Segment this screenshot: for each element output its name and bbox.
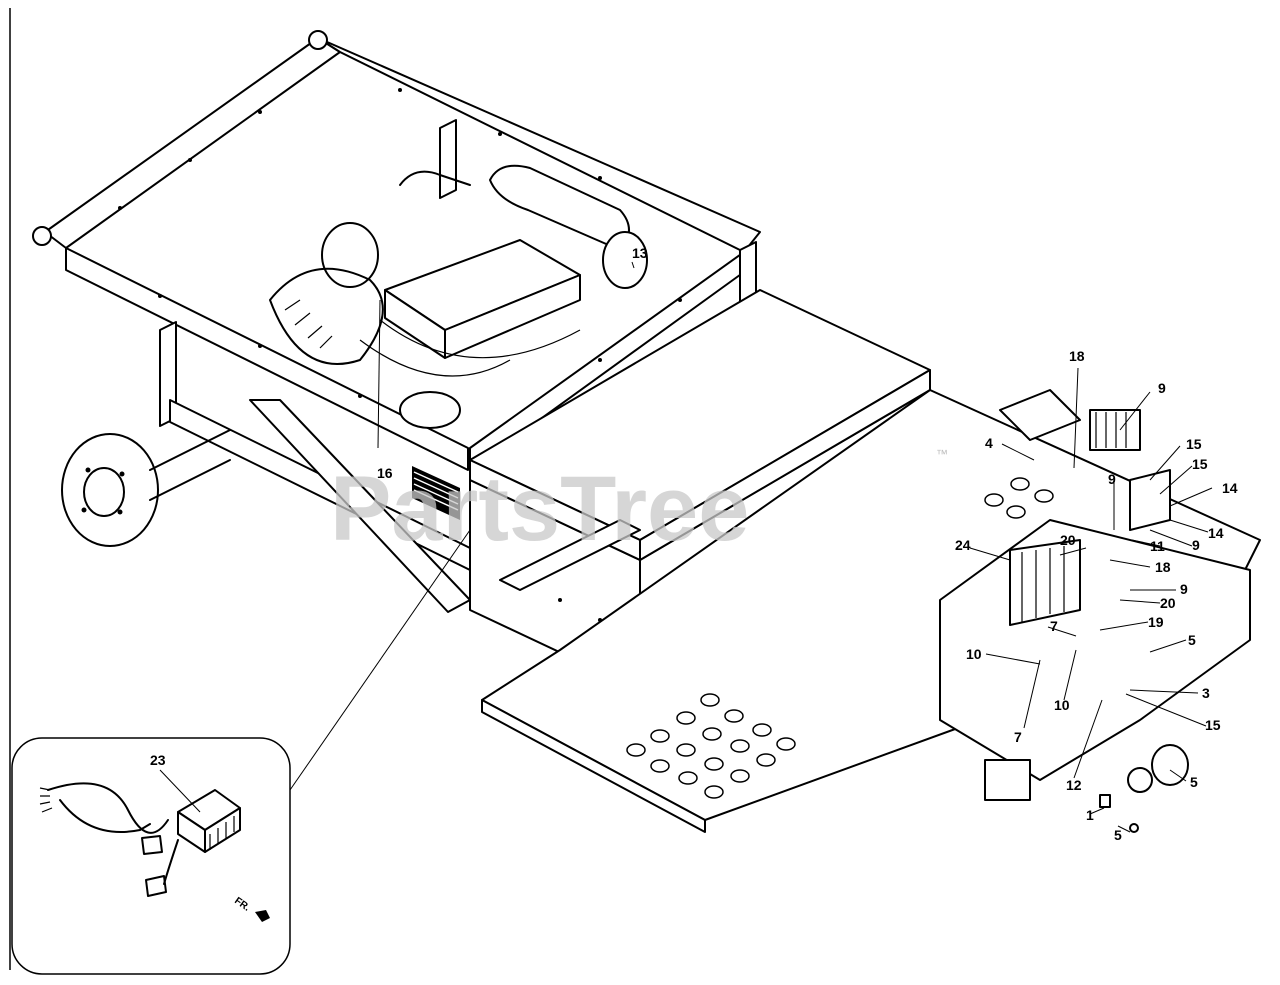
wheel-hub (61, 429, 231, 547)
electrical-panel (939, 389, 1251, 833)
callout-12: 12 (1066, 777, 1082, 793)
callout-18-top: 18 (1069, 348, 1085, 364)
callout-3: 3 (1202, 685, 1210, 701)
callout-19: 19 (1148, 614, 1164, 630)
callout-10-a: 10 (966, 646, 982, 662)
callout-13: 13 (632, 245, 648, 261)
callout-15-a: 15 (1186, 436, 1202, 452)
base-plate-holes (626, 477, 1200, 799)
vent-grille (412, 466, 460, 520)
callout-15-c: 15 (1205, 717, 1221, 733)
callout-5-b: 5 (1190, 774, 1198, 790)
callout-9-top: 9 (1158, 380, 1166, 396)
callout-14-a: 14 (1222, 480, 1238, 496)
callout-24: 24 (955, 537, 971, 553)
inset-detail: FR. 23 (11, 737, 291, 975)
callout-9-right: 9 (1192, 537, 1200, 553)
callout-9-b: 9 (1180, 581, 1188, 597)
watermark-trademark: ™ (936, 447, 948, 461)
callout-7-a: 7 (1050, 618, 1058, 634)
callout-7-b: 7 (1014, 729, 1022, 745)
callout-14-b: 14 (1208, 525, 1224, 541)
engine-assembly (269, 164, 648, 429)
callout-1: 1 (1086, 807, 1094, 823)
callout-20-a: 20 (1060, 532, 1076, 548)
direction-arrow-icon (255, 910, 270, 922)
callout-5-a: 5 (1188, 632, 1196, 648)
callouts: 13 16 18 9 4 15 15 14 9 14 9 11 24 20 18… (377, 245, 1238, 843)
callout-23: 23 (150, 752, 166, 768)
leader-lines (289, 261, 1213, 833)
watermark: PartsTree (330, 458, 749, 560)
callout-5-c: 5 (1114, 827, 1122, 843)
callout-4: 4 (985, 435, 993, 451)
callout-20-b: 20 (1160, 595, 1176, 611)
callout-16: 16 (377, 465, 393, 481)
callout-15-b: 15 (1192, 456, 1208, 472)
callout-11: 11 (1150, 538, 1165, 554)
callout-18-b: 18 (1155, 559, 1171, 575)
callout-10-b: 10 (1054, 697, 1070, 713)
base-plate (481, 389, 1261, 833)
callout-9-mid: 9 (1108, 471, 1116, 487)
